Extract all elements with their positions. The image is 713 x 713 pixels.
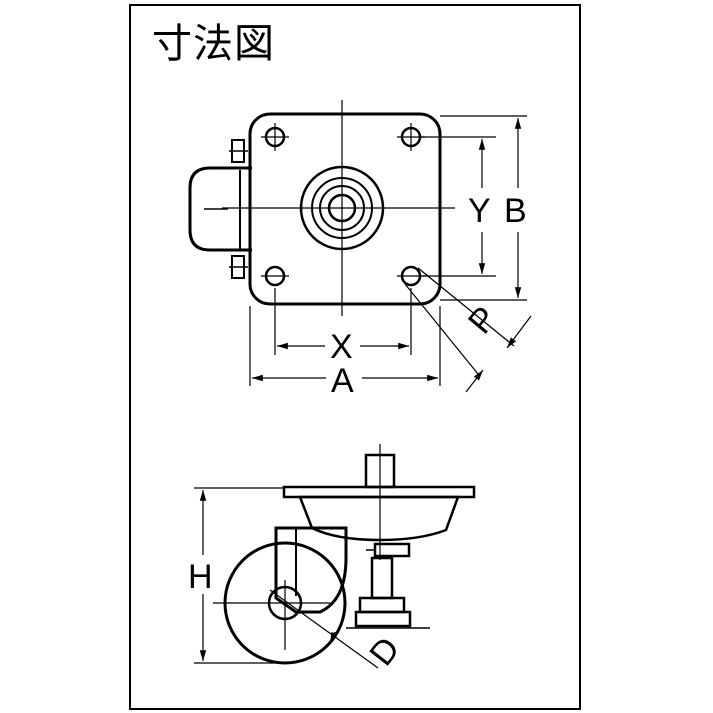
top-view	[188, 100, 532, 393]
label-h: H	[188, 558, 213, 596]
hole-center-marks	[261, 123, 425, 277]
label-d: D	[362, 630, 407, 673]
leveling-nut	[358, 596, 406, 614]
leveling-pad	[354, 610, 412, 628]
d-arrow	[329, 631, 338, 644]
p-dim-lower	[465, 369, 484, 393]
top-plate	[282, 485, 476, 499]
fork	[274, 526, 348, 614]
label-x: X	[330, 328, 353, 366]
label-p: P	[461, 299, 505, 341]
p-ext-lower	[404, 283, 479, 375]
d-dim-line	[269, 589, 379, 669]
side-view	[194, 444, 476, 669]
label-y: Y	[468, 192, 491, 230]
leveling-screw	[370, 556, 394, 600]
mounting-plate	[248, 112, 442, 306]
swivel-head	[298, 495, 460, 542]
drawing-frame	[129, 4, 581, 710]
label-a: A	[331, 362, 354, 400]
label-b: B	[504, 192, 527, 230]
brake-housing	[188, 166, 252, 252]
page-title: 寸法図	[152, 21, 275, 67]
p-dim-upper	[506, 315, 532, 349]
p-ext-upper	[417, 267, 515, 347]
